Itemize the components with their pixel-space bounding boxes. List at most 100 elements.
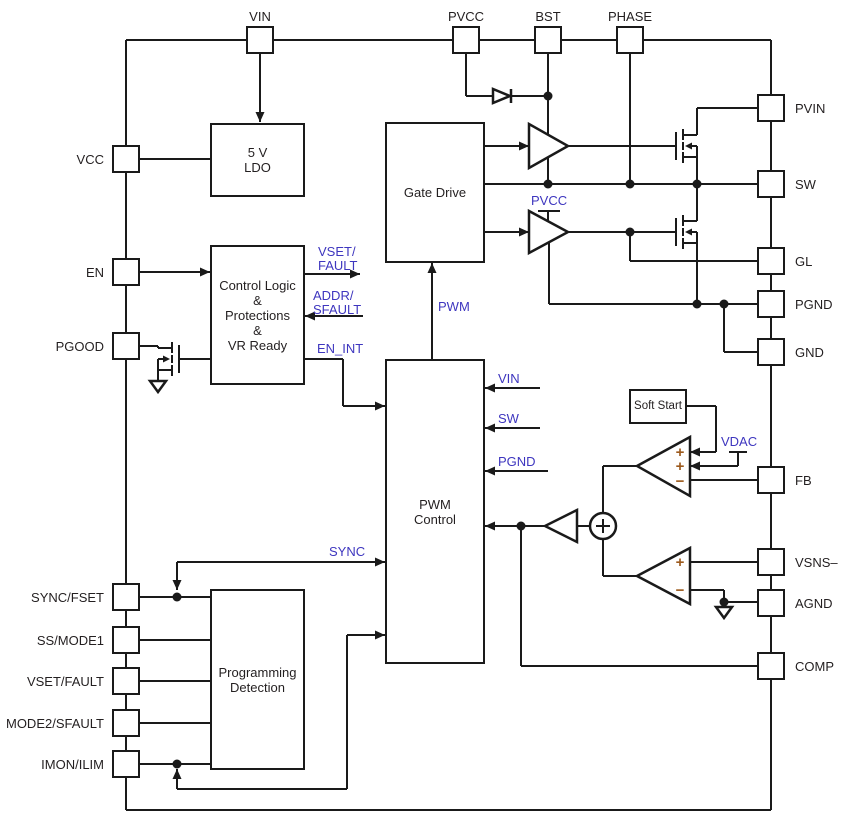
pin-box-mode2-sfault <box>112 709 140 737</box>
programming-detection-line2: Detection <box>230 679 285 695</box>
pin-box-comp <box>757 652 785 680</box>
signal-vset-line1: VSET/ <box>318 244 356 259</box>
ground-symbol-pgood <box>147 379 169 395</box>
pin-label-vcc: VCC <box>76 152 104 167</box>
pin-box-vsns <box>757 548 785 576</box>
pin-box-imon-ilim <box>112 750 140 778</box>
signal-label-sw: SW <box>498 411 519 426</box>
block-pwm-control: PWM Control <box>385 359 485 664</box>
error-amp-plus2: + <box>676 458 685 475</box>
diode-icon <box>491 87 514 105</box>
block-soft-start: Soft Start <box>629 389 687 424</box>
pin-label-phase: PHASE <box>607 9 653 24</box>
signal-label-vdac: VDAC <box>721 434 758 449</box>
programming-detection-line1: Programming <box>218 664 297 680</box>
pin-label-pvcc: PVCC <box>447 9 485 24</box>
error-amp-plus1: + <box>676 444 685 461</box>
signal-label-sync: SYNC <box>329 544 366 559</box>
pin-box-phase <box>616 26 644 54</box>
wire-error-amp-out <box>602 465 637 513</box>
block-control-logic: Control Logic & Protections & VR Ready <box>210 245 305 385</box>
wire-hs-drain-pvin <box>696 107 757 135</box>
gate-drive-label: Gate Drive <box>403 185 467 200</box>
pin-label-fb: FB <box>795 473 812 488</box>
control-logic-line5: VR Ready <box>227 337 288 353</box>
wire-soft-start-out <box>687 405 717 452</box>
pin-label-gl: GL <box>795 254 813 269</box>
wire-gnd-branch <box>723 304 757 353</box>
pin-label-vsns: VSNS– <box>795 555 838 570</box>
signal-vset-line2: FAULT <box>318 257 358 273</box>
error-amplifier <box>634 434 692 499</box>
pin-box-vcc <box>112 145 140 173</box>
pin-box-pvin <box>757 94 785 122</box>
pin-label-mode2-sfault: MODE2/SFAULT <box>5 716 104 731</box>
pin-box-agnd <box>757 589 785 617</box>
wire-pvcc-diode <box>465 54 548 97</box>
wire-gl <box>629 232 757 262</box>
high-side-driver-buffer <box>527 121 571 171</box>
wire-comp <box>520 526 757 667</box>
pin-label-vin: VIN <box>249 9 271 24</box>
wire-vdac <box>729 451 747 466</box>
signal-label-pvcc: PVCC <box>531 193 568 208</box>
nfet-pgood-icon <box>157 341 180 377</box>
control-logic-line4: & <box>253 322 262 338</box>
pin-label-vset-fault: VSET/FAULT <box>26 674 104 689</box>
sense-amp-minus: − <box>676 582 685 599</box>
signal-label-en-int: EN_INT <box>317 341 364 356</box>
pin-box-pvcc <box>452 26 480 54</box>
pin-label-imon-ilim: IMON/ILIM <box>41 757 104 772</box>
pin-label-pgood: PGOOD <box>55 339 104 354</box>
pin-box-ss-mode1 <box>112 626 140 654</box>
pwm-control-line1: PWM <box>419 496 451 512</box>
pin-label-bst: BST <box>535 9 561 24</box>
signal-label-addr-sfault: ADDR/ SFAULT <box>313 289 361 316</box>
pin-box-pgnd <box>757 290 785 318</box>
signal-label-vin: VIN <box>498 371 520 386</box>
wire-agnd <box>690 589 757 607</box>
pin-label-pgnd: PGND <box>795 297 833 312</box>
wire-imon-path <box>177 635 348 790</box>
signal-label-pwm: PWM <box>438 299 470 314</box>
signal-addr-line2: SFAULT <box>313 301 362 317</box>
error-amp-minus: − <box>676 473 685 490</box>
nfet-low-side-icon <box>675 214 698 250</box>
sense-amplifier <box>634 545 692 607</box>
block-programming-detection: Programming Detection <box>210 589 305 770</box>
control-logic-line1: Control Logic <box>219 277 296 293</box>
control-logic-line3: Protections <box>224 307 291 323</box>
wire-en-int <box>305 358 344 406</box>
signal-addr-line1: ADDR/ <box>313 288 354 303</box>
wire-pgood-drain <box>140 345 159 348</box>
pin-box-gl <box>757 247 785 275</box>
pin-box-gnd <box>757 338 785 366</box>
package-outline <box>125 39 772 811</box>
pin-box-sync-fset <box>112 583 140 611</box>
comp-buffer <box>542 507 579 545</box>
sense-amp-plus: + <box>676 554 685 571</box>
pin-label-agnd: AGND <box>795 596 833 611</box>
pin-label-sw: SW <box>795 177 816 192</box>
pin-label-gnd: GND <box>795 345 824 360</box>
low-side-driver-buffer <box>527 208 571 256</box>
pin-box-bst <box>534 26 562 54</box>
pwm-control-line2: Control <box>414 511 456 527</box>
wire-pvcc-supply-stub <box>538 210 560 221</box>
signal-label-vset-fault: VSET/ FAULT <box>318 245 358 272</box>
pin-label-en: EN <box>85 265 104 280</box>
control-logic-line2: & <box>253 292 262 308</box>
signal-label-pgnd: PGND <box>498 454 536 469</box>
junction-dots <box>172 91 729 769</box>
pin-box-pgood <box>112 332 140 360</box>
wire-sense-amp-out <box>602 539 637 577</box>
pin-label-pvin: PVIN <box>795 101 826 116</box>
block-5v-ldo: 5 V LDO <box>210 123 305 197</box>
pin-label-sync-fset: SYNC/FSET <box>31 590 104 605</box>
ground-symbol-agnd <box>713 605 735 621</box>
summing-plus-icon <box>596 519 610 533</box>
pin-box-sw <box>757 170 785 198</box>
pin-box-vset-fault <box>112 667 140 695</box>
pin-box-en <box>112 258 140 286</box>
